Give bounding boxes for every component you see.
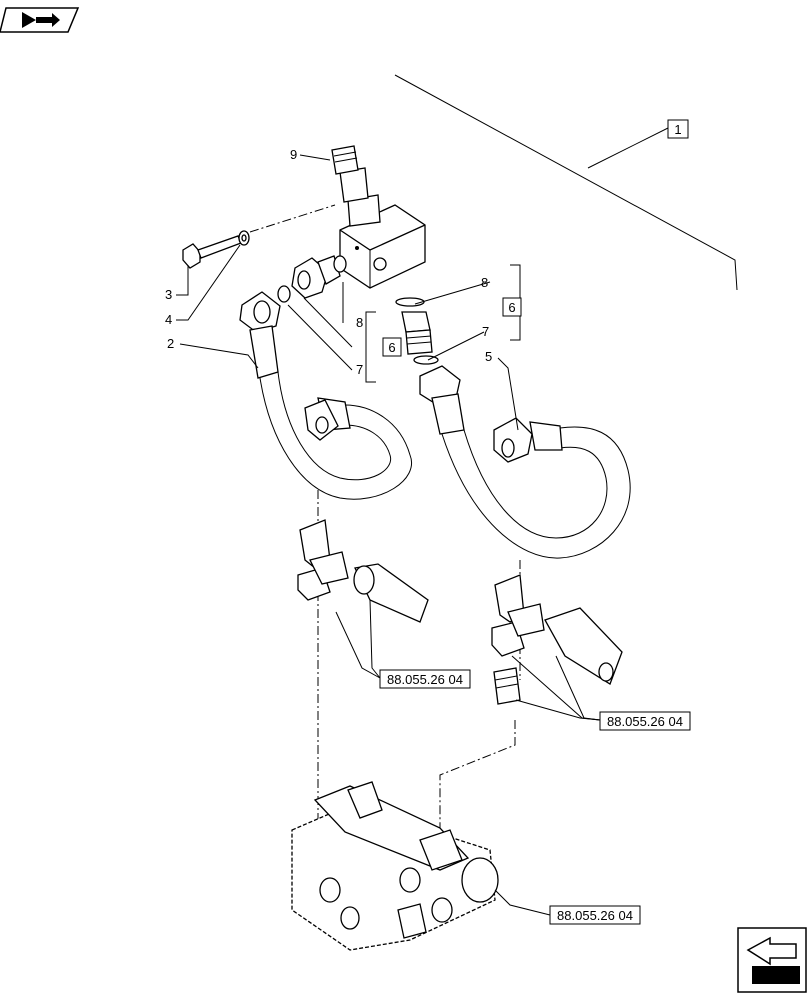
- svg-text:88.055.26 04: 88.055.26 04: [607, 714, 683, 729]
- hose-left: [239, 291, 413, 500]
- callout-2: 2: [167, 336, 174, 351]
- elbow-fitting-right: [491, 574, 623, 685]
- callout-5: 5: [485, 349, 492, 364]
- elbow-fitting-left: [297, 519, 429, 623]
- straight-adapter: [493, 667, 521, 705]
- centerlines: [249, 204, 521, 830]
- hose-right: [419, 365, 631, 559]
- svg-text:6: 6: [508, 300, 515, 315]
- svg-text:6: 6: [388, 340, 395, 355]
- control-valve: [291, 781, 499, 951]
- svg-text:88.055.26 04: 88.055.26 04: [387, 672, 463, 687]
- callout-8-left: 8: [356, 315, 363, 330]
- cross-ref-2[interactable]: 88.055.26 04: [599, 711, 691, 731]
- svg-text:1: 1: [674, 122, 681, 137]
- group-leader: [394, 74, 738, 291]
- group-ref-box: 1: [667, 119, 689, 139]
- callout-7-left: 7: [356, 362, 363, 377]
- svg-text:88.055.26 04: 88.055.26 04: [557, 908, 633, 923]
- callout-3: 3: [165, 287, 172, 302]
- next-page-arrow-icon[interactable]: [737, 927, 807, 993]
- right-adapter: [395, 297, 439, 365]
- kit-ref-left: 6: [382, 337, 402, 357]
- callout-leaders: [176, 154, 601, 916]
- folder-arrow-icon[interactable]: [0, 7, 80, 33]
- cross-ref-1[interactable]: 88.055.26 04: [379, 669, 471, 689]
- washer: [238, 230, 250, 246]
- callout-4: 4: [165, 312, 172, 327]
- cross-ref-3[interactable]: 88.055.26 04: [549, 905, 641, 925]
- callout-7-right: 7: [482, 324, 489, 339]
- callout-9: 9: [290, 147, 297, 162]
- callout-8-right: 8: [481, 275, 488, 290]
- valve-block: [331, 145, 426, 289]
- kit-ref-right: 6: [502, 297, 522, 317]
- bolt: [182, 235, 242, 269]
- left-adapter: [277, 255, 347, 303]
